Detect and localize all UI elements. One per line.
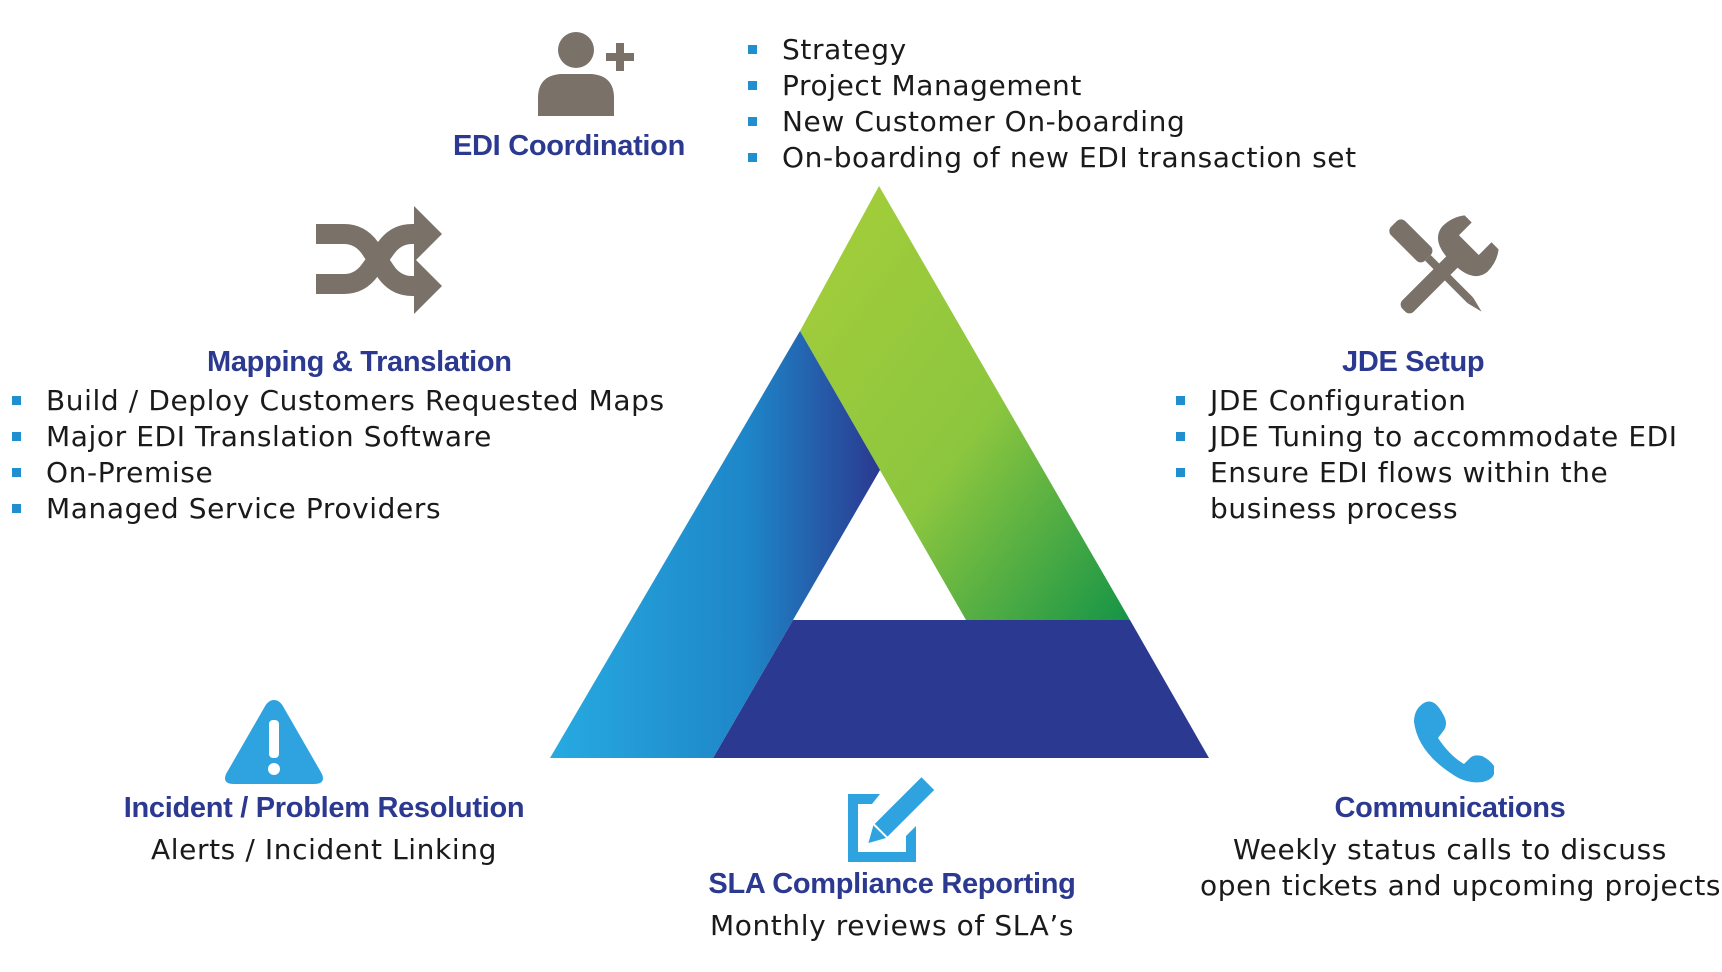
list-item: JDE Configuration [1174, 383, 1678, 419]
sla-title: SLA Compliance Reporting [708, 868, 1076, 900]
phone-icon [1414, 701, 1494, 783]
edi-coordination-title: EDI Coordination [453, 130, 686, 162]
sla-text: Monthly reviews of SLA’s [709, 909, 1075, 942]
list-item: Ensure EDI flows within the business pro… [1174, 455, 1630, 527]
jde-list: JDE Configuration JDE Tuning to accommod… [1174, 383, 1678, 527]
list-item: Major EDI Translation Software [10, 419, 665, 455]
edi-coordination-list: Strategy Project Management New Customer… [746, 32, 1357, 176]
list-item: Build / Deploy Customers Requested Maps [10, 383, 665, 419]
shuffle-icon [316, 206, 442, 314]
communications-title: Communications [1334, 792, 1566, 824]
list-item: On-Premise [10, 455, 665, 491]
list-item: Strategy [746, 32, 1357, 68]
list-item: JDE Tuning to accommodate EDI [1174, 419, 1678, 455]
list-item: Managed Service Providers [10, 491, 665, 527]
triangle-navy-base [713, 620, 1209, 758]
user-add-icon [538, 32, 634, 116]
list-item: New Customer On-boarding [746, 104, 1357, 140]
incident-title: Incident / Problem Resolution [123, 792, 525, 824]
edit-icon [848, 777, 935, 862]
communications-line2: open tickets and upcoming projects [1200, 869, 1722, 902]
tools-icon [1389, 215, 1499, 314]
mapping-list: Build / Deploy Customers Requested Maps … [10, 383, 665, 527]
jde-title: JDE Setup [1342, 346, 1485, 378]
communications-line1: Weekly status calls to discuss [1233, 833, 1667, 866]
triangle-blue-arm [550, 331, 880, 758]
list-item: Project Management [746, 68, 1357, 104]
warning-icon [225, 700, 323, 784]
triangle-green-arm [800, 186, 1130, 620]
incident-text: Alerts / Incident Linking [151, 833, 497, 866]
mapping-title: Mapping & Translation [207, 346, 512, 378]
list-item: On-boarding of new EDI transaction set [746, 140, 1357, 176]
